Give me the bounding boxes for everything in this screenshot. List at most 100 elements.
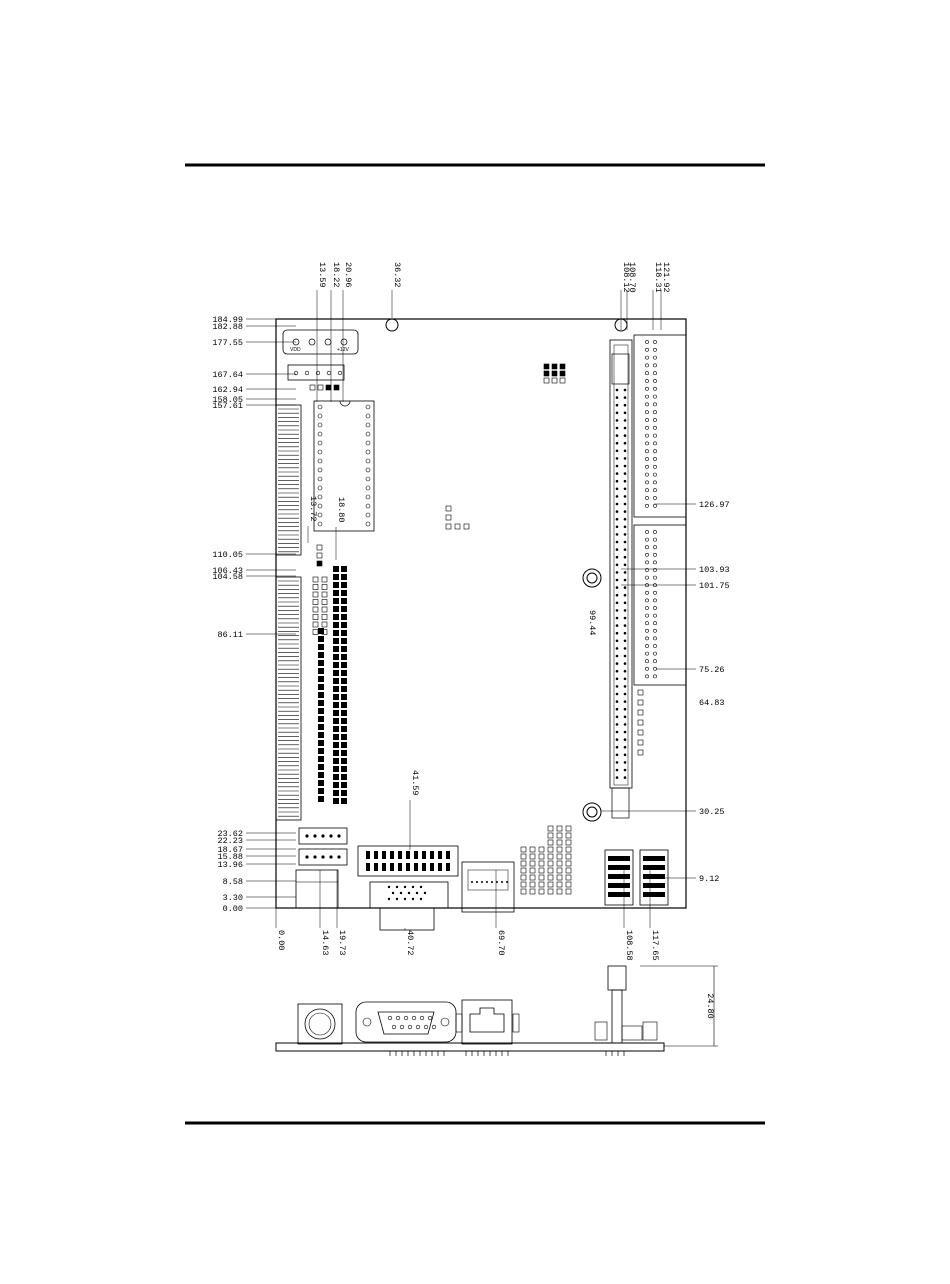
vga-pin (396, 898, 398, 900)
header-pin (313, 615, 318, 620)
bottom-dim-label: 69.70 (496, 930, 506, 956)
grid-pin (557, 833, 562, 838)
dip-pin (366, 432, 370, 436)
grid-pin (548, 826, 553, 831)
vga-side-pin (404, 1016, 408, 1020)
header-pin (333, 574, 339, 580)
ide-connector-44 (634, 335, 686, 517)
ide-pin (653, 450, 656, 453)
usb-pin (643, 892, 665, 897)
grid-pin (557, 840, 562, 845)
grid-pin (530, 847, 535, 852)
grid-pin (539, 868, 544, 873)
header-pin (318, 732, 324, 738)
jumper-pin (446, 524, 451, 529)
header-pin (322, 585, 327, 590)
connector-pin (624, 609, 627, 612)
pc104-connector (610, 340, 632, 818)
connector-pin (616, 594, 619, 597)
header-pin (313, 592, 318, 597)
usb-pin (608, 856, 630, 861)
ide-pin (645, 379, 648, 382)
dip-pin (318, 414, 322, 418)
fan-pin (338, 371, 342, 375)
header-pin (326, 385, 331, 390)
vga-side-pin (400, 1025, 404, 1029)
header-pin (333, 734, 339, 740)
left-dim-label: 104.58 (212, 572, 243, 582)
grid-pin (521, 861, 526, 866)
bottom-dim-label: 117.65 (650, 930, 660, 961)
ide-pin (653, 442, 656, 445)
connector-pin (616, 495, 619, 498)
ide-pin (645, 418, 648, 421)
connector-pin (624, 404, 627, 407)
connector-pin (624, 571, 627, 574)
ide-pin (653, 504, 656, 507)
jumper-pin (544, 371, 549, 376)
header-pin (341, 798, 347, 804)
header-pin (313, 607, 318, 612)
connector-pin (624, 594, 627, 597)
left-dim-label: 13.96 (217, 860, 243, 870)
header-pin (390, 851, 394, 859)
header-pin (341, 598, 347, 604)
ide-pin (653, 403, 656, 406)
dip-pin (318, 486, 322, 490)
usb-connector-pair (605, 850, 668, 905)
left-dim-label: 157.61 (212, 401, 243, 411)
grid-pin (566, 826, 571, 831)
vga-connector-top (358, 846, 458, 930)
side-height-dim: 24.80 (705, 993, 715, 1019)
ide-pin (645, 442, 648, 445)
usb-pin (608, 883, 630, 888)
ide-pin (653, 591, 656, 594)
connector-pin (624, 495, 627, 498)
connector-pin (616, 708, 619, 711)
left-dim-label: 182.88 (212, 322, 243, 332)
grid-pin (557, 868, 562, 873)
header-pin (333, 622, 339, 628)
vga-side-pin (428, 1016, 432, 1020)
ide-pin (653, 340, 656, 343)
connector-pin (624, 465, 627, 468)
top-dim-label: 18.22 (331, 262, 341, 288)
header-pin (318, 636, 324, 642)
ide-pin (645, 644, 648, 647)
jumper-block-left (317, 545, 322, 566)
grid-pin (521, 854, 526, 859)
ide-pin (645, 481, 648, 484)
dip-pin (318, 441, 322, 445)
top-dim-label: 13.59 (317, 262, 327, 288)
connector-pin (624, 412, 627, 415)
header-pin (438, 851, 442, 859)
connector-pin (616, 670, 619, 673)
ide-pin (653, 356, 656, 359)
header-pin (341, 638, 347, 644)
dip-pin (318, 522, 322, 526)
ide-pin (645, 561, 648, 564)
jumper-pin (455, 524, 460, 529)
connector-pin (624, 670, 627, 673)
header-pin (422, 851, 426, 859)
grid-pin (566, 889, 571, 894)
header-pin (390, 863, 394, 871)
connector-pin (624, 647, 627, 650)
left-dim-label: 167.64 (212, 370, 243, 380)
header-pin (341, 734, 347, 740)
connector-pin (624, 396, 627, 399)
header-pin (341, 678, 347, 684)
connector-pin (329, 855, 332, 858)
connector-pin (616, 685, 619, 688)
header-pin (334, 385, 339, 390)
connector-pin (616, 571, 619, 574)
connector-pin (616, 457, 619, 460)
connector-pin (616, 564, 619, 567)
header-pin (638, 740, 643, 745)
connector-pin (616, 533, 619, 536)
jumper-pin (560, 371, 565, 376)
header-pin (333, 694, 339, 700)
grid-pin (566, 875, 571, 880)
header-pin (318, 676, 324, 682)
header-pin (322, 607, 327, 612)
